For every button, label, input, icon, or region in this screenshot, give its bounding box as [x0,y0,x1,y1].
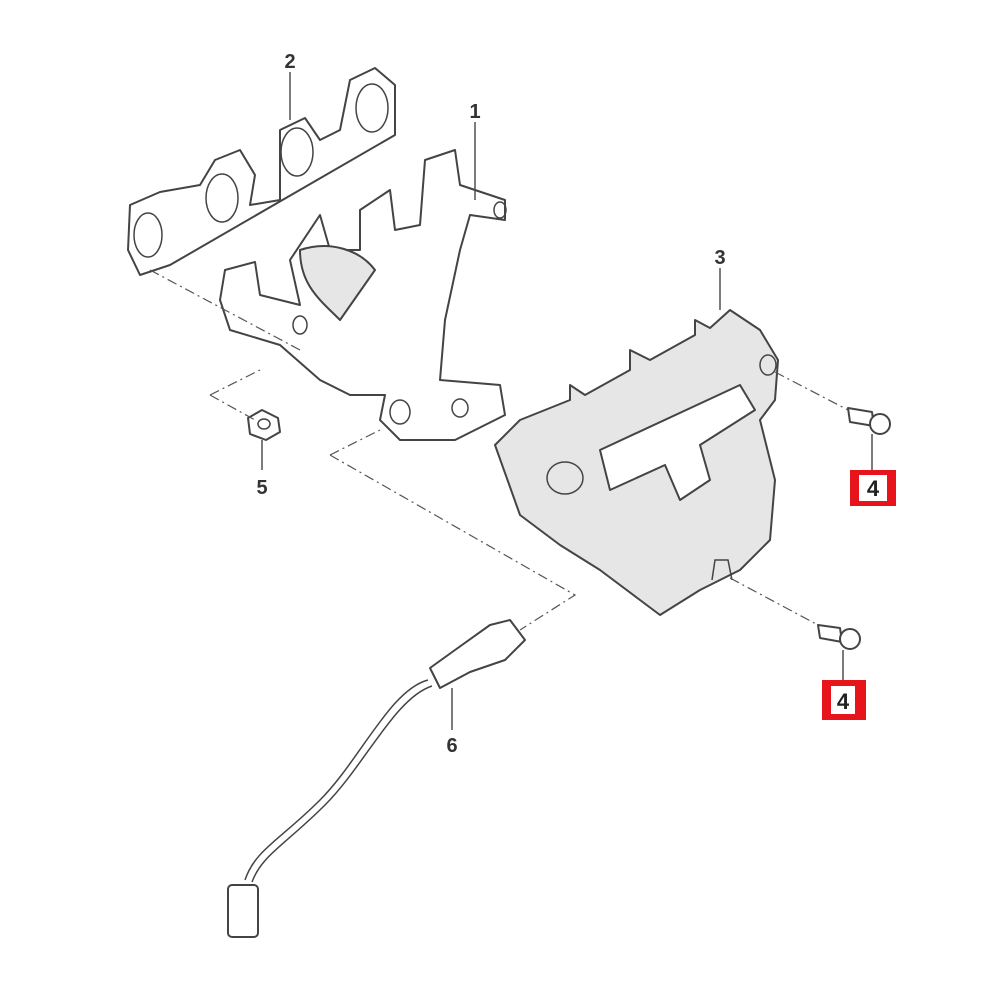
leader-lines [261,72,873,730]
nut[interactable] [247,409,281,441]
callout-3[interactable]: 3 [714,247,725,269]
bolt-upper[interactable] [847,407,891,435]
callout-5[interactable]: 5 [256,477,267,499]
callout-4-upper-highlight[interactable]: 4 [850,470,896,506]
callout-6[interactable]: 6 [446,735,457,757]
oxygen-sensor[interactable] [227,619,526,938]
callout-1[interactable]: 1 [469,101,480,123]
assembly-guide-lines [149,269,849,631]
callout-4-lower-highlight[interactable]: 4 [822,680,866,720]
callout-2[interactable]: 2 [284,51,295,73]
bolt-lower[interactable] [817,624,861,650]
heat-shield[interactable] [494,309,779,616]
callout-4-lower: 4 [837,689,850,714]
manifold-gasket[interactable] [127,67,396,276]
exhaust-manifold[interactable] [219,149,507,441]
callout-4-upper: 4 [867,476,880,501]
